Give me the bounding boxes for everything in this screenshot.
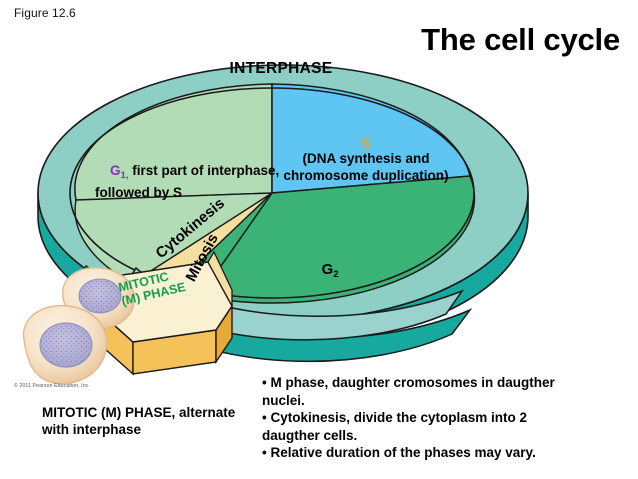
bullet-list: • M phase, daughter cromosomes in daugth… [262, 374, 634, 462]
g1-subscript: 1, [120, 170, 129, 181]
mitotic-phase-caption: MITOTIC (M) PHASE, alternate with interp… [42, 405, 236, 437]
page-title: The cell cycle [421, 22, 620, 57]
g1-symbol: G [110, 163, 121, 178]
bullet-item: • Cytokinesis, divide the cytoplasm into… [262, 410, 528, 425]
g2-symbol: G [321, 261, 334, 278]
interphase-label: INTERPHASE [229, 60, 333, 77]
g2-subscript: 2 [333, 269, 339, 280]
bullet-item-cont: daugther cells. [262, 427, 358, 443]
cell-illustration-lower [22, 304, 108, 385]
s-phase-symbol: S [361, 135, 371, 151]
figure-label: Figure 12.6 [14, 6, 76, 20]
bullet-item-cont: nuclei. [262, 392, 305, 408]
s-phase-description: (DNA synthesis and chromosome duplicatio… [283, 151, 449, 183]
bullet-item: • Relative duration of the phases may va… [262, 445, 536, 460]
g1-phase-label: G1, first part of interphase, followed b… [95, 145, 295, 218]
bullet-item: • M phase, daughter cromosomes in daugth… [262, 375, 555, 390]
g1-description: first part of interphase, followed by S [95, 163, 280, 200]
copyright-notice: © 2011 Pearson Education, Inc. [14, 383, 90, 389]
g2-phase-label: G2 [305, 244, 339, 297]
